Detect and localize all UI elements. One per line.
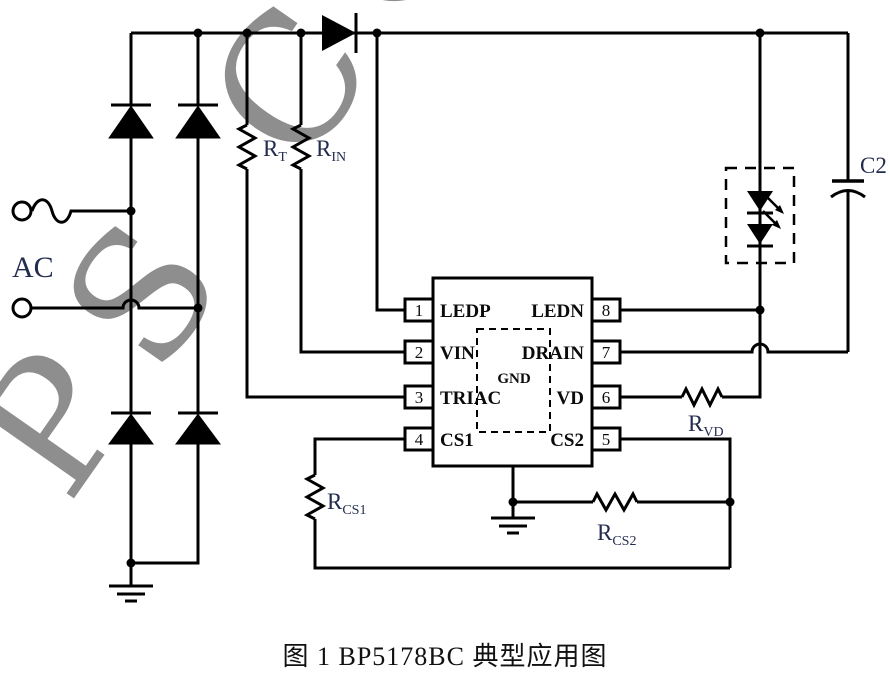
rcs1-label: RCS1 (327, 489, 366, 518)
junction-dots (126, 28, 765, 568)
cs2-wire (620, 437, 732, 568)
bridge-diode-bottom-left (108, 411, 154, 445)
ground-symbols (109, 516, 535, 603)
pin-name-vin: VIN (440, 343, 475, 364)
led-module-dashed-box (724, 166, 796, 265)
resistors (235, 123, 724, 521)
pin-stub-2 (403, 339, 435, 365)
pin-stub-4 (403, 426, 435, 452)
c2-label: C2 (860, 153, 887, 178)
ic-bp5178bc: 1 2 3 4 8 7 6 5 LEDP VIN TRIAC CS1 LEDN … (403, 276, 622, 468)
ledp-branch-wire (375, 33, 405, 312)
bridge-diode-top-right (175, 103, 221, 139)
resistor-rin (289, 123, 313, 171)
bridge-rectifier (108, 103, 221, 445)
pin-number-4: 4 (415, 430, 424, 449)
bridge-diode-bottom-right (175, 411, 221, 445)
resistor-rvd (680, 385, 724, 409)
bridge-diode-top-left (108, 103, 154, 139)
pin-number-1: 1 (415, 301, 424, 320)
rectifier-diode (322, 13, 358, 53)
ac-neutral-wire (32, 298, 198, 310)
rt-label: RT (263, 136, 287, 165)
pin-number-6: 6 (602, 388, 611, 407)
rin-label: RIN (316, 136, 346, 165)
ac-terminal-bottom (11, 297, 33, 319)
drain-wire (620, 190, 850, 354)
rvd-label: RVD (688, 411, 724, 440)
pin-name-ledp: LEDP (440, 301, 491, 322)
led-1 (747, 191, 773, 215)
pin-stub-6 (590, 384, 622, 410)
pin-stub-8 (590, 297, 622, 323)
led-string-wire (722, 33, 762, 399)
gnd-pad-label: GND (497, 371, 531, 387)
pin-name-cs1: CS1 (440, 430, 474, 451)
pin-number-5: 5 (602, 430, 611, 449)
gnd-pad-dashed-box (476, 328, 551, 433)
pin-name-drain: DRAIN (522, 343, 585, 364)
led-2 (747, 224, 773, 248)
cs1-rcs1-wire (313, 437, 730, 570)
pin-name-cs2: CS2 (550, 430, 584, 451)
pin-stub-7 (590, 339, 622, 365)
pin-name-vd: VD (557, 388, 584, 409)
rin-branch-wire (299, 33, 405, 354)
pin-name-ledn: LEDN (531, 301, 584, 322)
led-string (724, 166, 796, 265)
pin-name-triac: TRIAC (440, 388, 501, 409)
bridge-ground-symbol (109, 584, 153, 603)
pin-number-3: 3 (415, 388, 424, 407)
ac-terminal-top (11, 200, 33, 222)
led-emission-arrows (762, 195, 784, 229)
resistor-rcs1 (303, 473, 327, 521)
resistor-rt (235, 123, 259, 171)
ac-input: AC (11, 200, 54, 319)
pin-stub-1 (403, 297, 435, 323)
pin-number-8: 8 (602, 301, 611, 320)
pin-stub-3 (403, 384, 435, 410)
pin-number-2: 2 (415, 343, 424, 362)
ac-label: AC (12, 251, 54, 284)
resistor-rcs2 (591, 490, 639, 514)
ic-ground-symbol (491, 516, 535, 535)
capacitor-c2 (830, 179, 866, 199)
pin-number-7: 7 (602, 343, 611, 362)
figure-caption: 图 1 BP5178BC 典型应用图 (282, 642, 608, 671)
pin-stub-5 (590, 426, 622, 452)
component-labels: RT RIN RVD RCS1 RCS2 C2 (263, 136, 887, 549)
rt-branch-wire (245, 33, 405, 399)
rcs2-label: RCS2 (597, 520, 636, 549)
ic-body (431, 276, 594, 468)
bridge-right-column-wire (131, 33, 200, 565)
ac-live-wire (30, 198, 131, 224)
